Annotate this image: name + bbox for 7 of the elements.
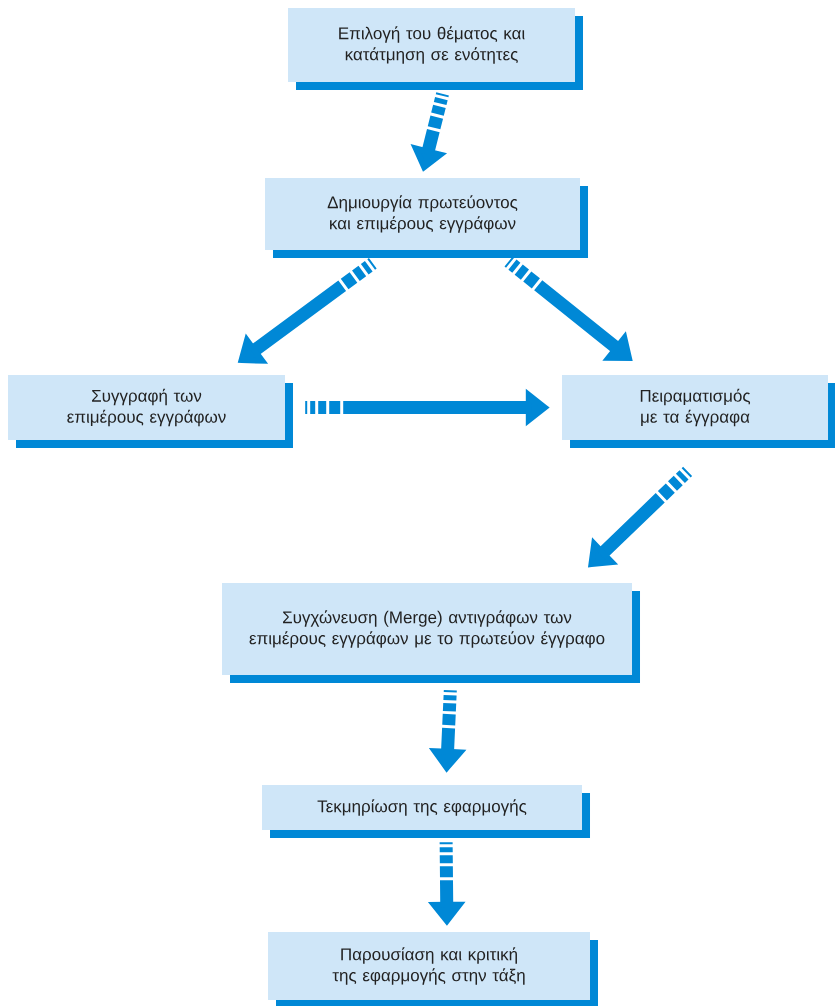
process-box: Συγχώνευση (Merge) αντιγράφων των επιμέρους εγγράφων με το πρωτεύον έγγραφο: [222, 583, 640, 683]
process-box: Πειραματισμός με τα έγγραφα: [562, 375, 835, 448]
process-box: Επιλογή του θέματος και κατάτμηση σε ενότητες: [288, 8, 583, 90]
process-box: Παρουσίαση και κριτική της εφαρμογής στην τάξη: [268, 932, 598, 1006]
process-box: Συγγραφή των επιμέρους εγγράφων: [8, 375, 293, 448]
process-box: Τεκμηρίωση της εφαρμογής: [262, 785, 590, 838]
process-box: Δημιουργία πρωτεύοντος και επιμέρους εγγράφων: [265, 178, 588, 258]
